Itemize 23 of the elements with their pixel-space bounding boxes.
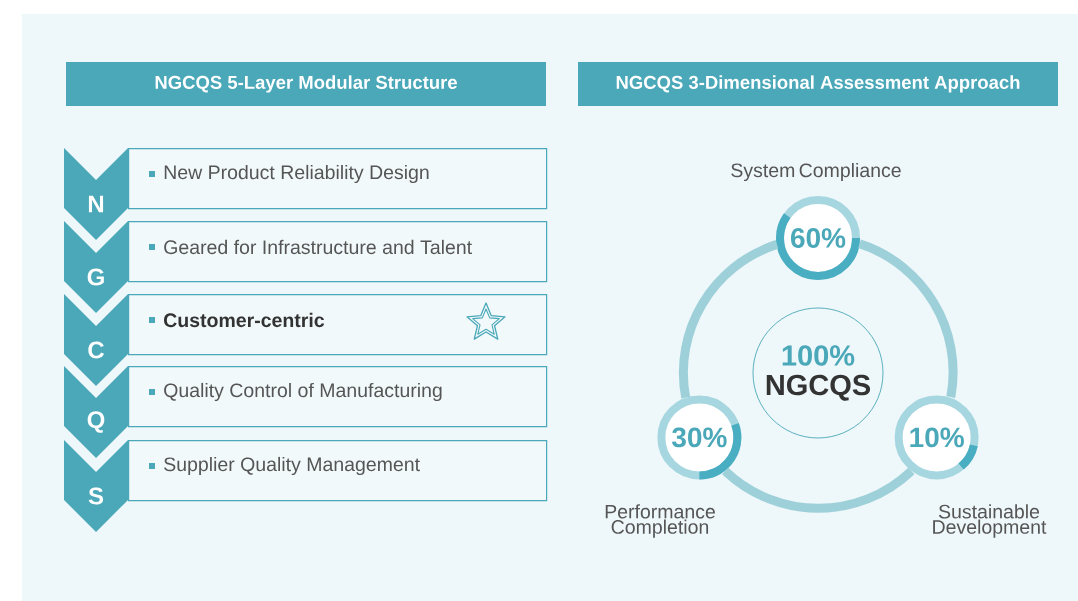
list-row: Customer-centric [128, 294, 548, 356]
title-bar: NGCQS 3-Dimensional Assessment Approach [578, 62, 1058, 106]
node-label: Q [87, 411, 105, 433]
list-row: Geared for Infrastructure and Talent [128, 221, 548, 283]
ring-arc [679, 240, 779, 399]
letter-tab: G [64, 221, 128, 313]
ring-label: System Compliance [731, 162, 901, 182]
node-label: G [87, 268, 104, 286]
node-label: N [88, 195, 104, 213]
progress-ring: 10% [894, 395, 979, 480]
letter-tab: S [64, 440, 128, 532]
list-row: Quality Control of Manufacturing [128, 366, 548, 428]
node-label: C [88, 341, 105, 359]
ring-label: Sustainable Development [933, 504, 1047, 538]
list-row: New Product Reliability Design [128, 148, 548, 210]
letter-tab: C [64, 294, 128, 386]
list-row: Supplier Quality Management [128, 439, 548, 502]
title-bar: NGCQS 5-Layer Modular Structure [66, 62, 546, 106]
ring-arc [722, 467, 915, 513]
ring-label: Performance Completion [605, 504, 715, 538]
letter-tab: N [64, 148, 128, 240]
ring-arc [857, 239, 958, 398]
letter-tab: Q [64, 366, 128, 458]
